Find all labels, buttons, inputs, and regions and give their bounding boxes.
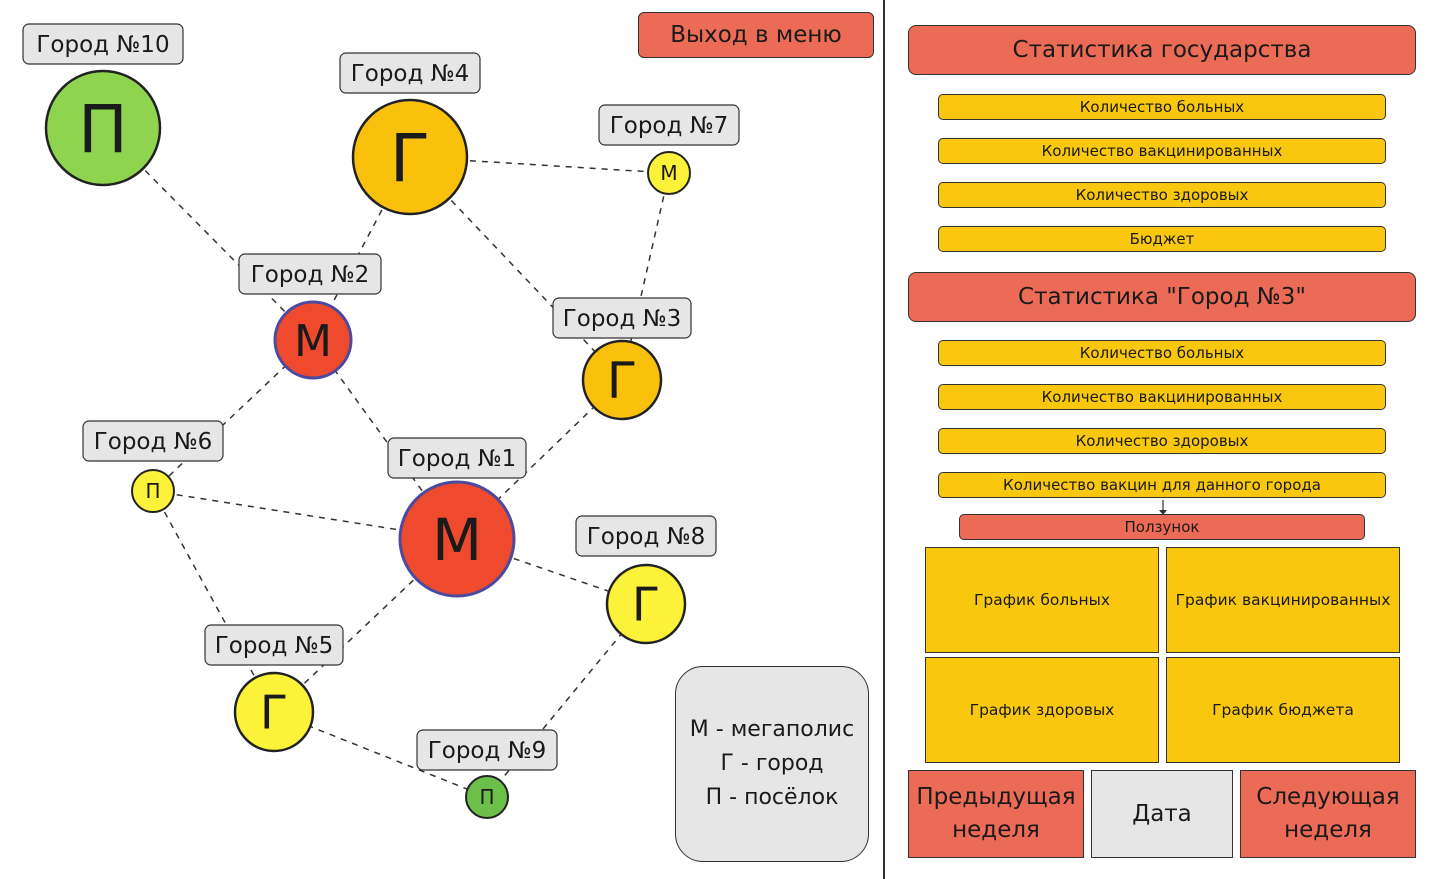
road-line	[409, 156, 670, 174]
legend-line: М - мегаполис	[689, 716, 855, 742]
city-label: Город №3	[563, 306, 682, 332]
city-type-letter: П	[479, 785, 494, 809]
city-map: М Город №1 М Город №2 Г Город №3 Г Город №4 Г Гор…	[22, 23, 740, 819]
vaccine-slider[interactable]: Ползунок	[959, 514, 1365, 540]
city-label: Город №1	[398, 446, 517, 472]
city-stat-vaccinated[interactable]: Количество вакцинированных	[938, 384, 1386, 410]
city-type-letter: Г	[260, 686, 288, 740]
country-stat-vaccinated[interactable]: Количество вакцинированных	[938, 138, 1386, 164]
road-line	[152, 490, 275, 713]
exit-to-menu-button[interactable]: Выход в меню	[638, 12, 874, 58]
road-line	[456, 538, 647, 605]
chart-sick: График больных	[925, 547, 1159, 653]
city-type-letter: М	[294, 316, 332, 367]
city-circle[interactable]	[351, 98, 469, 216]
city-circle[interactable]	[131, 469, 175, 513]
city-circle[interactable]	[605, 563, 687, 645]
country-stat-sick[interactable]: Количество больных	[938, 94, 1386, 120]
cities-layer: М Город №1 М Город №2 Г Город №3 Г Город №4 Г Гор…	[22, 23, 740, 819]
city-node[interactable]: Г Город №5	[204, 624, 344, 753]
city-stat-healthy[interactable]: Количество здоровых	[938, 428, 1386, 454]
city-circle[interactable]	[647, 151, 691, 195]
city-node[interactable]: Г Город №8	[575, 515, 717, 645]
legend-line: Г - город	[720, 750, 824, 776]
legend-line: П - посёлок	[705, 785, 839, 811]
chart-vaccinated: График вакцинированных	[1166, 547, 1400, 653]
date-display: Дата	[1091, 770, 1233, 858]
city-type-letter: Г	[390, 120, 430, 197]
city-node[interactable]: М Город №1	[387, 437, 527, 598]
legend: М - мегаполис Г - город П - посёлок	[675, 666, 869, 862]
city-label-box	[82, 420, 224, 462]
city-type-letter: П	[78, 91, 128, 168]
city-node[interactable]: Г Город №3	[552, 297, 692, 421]
city-label: Город №2	[251, 262, 370, 288]
roads-layer	[102, 127, 670, 798]
city-stats-title[interactable]: Статистика "Город №3"	[908, 272, 1416, 322]
city-label: Город №5	[215, 633, 334, 659]
city-label: Город №6	[94, 429, 213, 455]
city-node[interactable]: П Город №6	[82, 420, 224, 513]
city-label: Город №7	[610, 113, 729, 139]
city-circle[interactable]	[465, 775, 509, 819]
arrow-down-icon	[1159, 500, 1167, 515]
chart-budget: График бюджета	[1166, 657, 1400, 763]
city-node[interactable]: М Город №7	[598, 104, 740, 195]
prev-week-button[interactable]: Предыдущая неделя	[908, 770, 1084, 858]
city-type-letter: П	[145, 479, 160, 503]
city-label: Город №10	[36, 32, 169, 58]
city-type-letter: М	[432, 506, 482, 574]
city-type-letter: Г	[632, 578, 660, 632]
city-node[interactable]: П Город №9	[416, 729, 558, 819]
city-label-box	[416, 729, 558, 771]
city-stat-sick[interactable]: Количество больных	[938, 340, 1386, 366]
city-label-box	[552, 297, 692, 339]
city-circle[interactable]	[398, 480, 516, 598]
city-label-box	[575, 515, 717, 557]
city-circle[interactable]	[581, 339, 663, 421]
city-circle[interactable]	[273, 300, 353, 380]
next-week-button[interactable]: Следующая неделя	[1240, 770, 1416, 858]
city-node[interactable]: Г Город №4	[339, 52, 481, 216]
city-label: Город №4	[351, 61, 470, 87]
city-label-box	[238, 253, 382, 295]
city-label: Город №9	[428, 738, 547, 764]
city-type-letter: Г	[607, 352, 638, 410]
country-stat-healthy[interactable]: Количество здоровых	[938, 182, 1386, 208]
city-label-box	[387, 437, 527, 479]
city-circle[interactable]	[44, 69, 162, 187]
country-stat-budget[interactable]: Бюджет	[938, 226, 1386, 252]
city-stat-vaccines[interactable]: Количество вакцин для данного города	[938, 472, 1386, 498]
city-type-letter: М	[660, 161, 677, 185]
city-label-box	[22, 23, 184, 65]
city-node[interactable]: М Город №2	[238, 253, 382, 380]
city-node[interactable]: П Город №10	[22, 23, 184, 187]
city-label-box	[204, 624, 344, 666]
city-label-box	[598, 104, 740, 146]
chart-healthy: График здоровых	[925, 657, 1159, 763]
panel-divider	[883, 0, 885, 879]
country-stats-title[interactable]: Статистика государства	[908, 25, 1416, 75]
city-circle[interactable]	[233, 671, 315, 753]
city-label-box	[339, 52, 481, 94]
city-label: Город №8	[587, 524, 706, 550]
